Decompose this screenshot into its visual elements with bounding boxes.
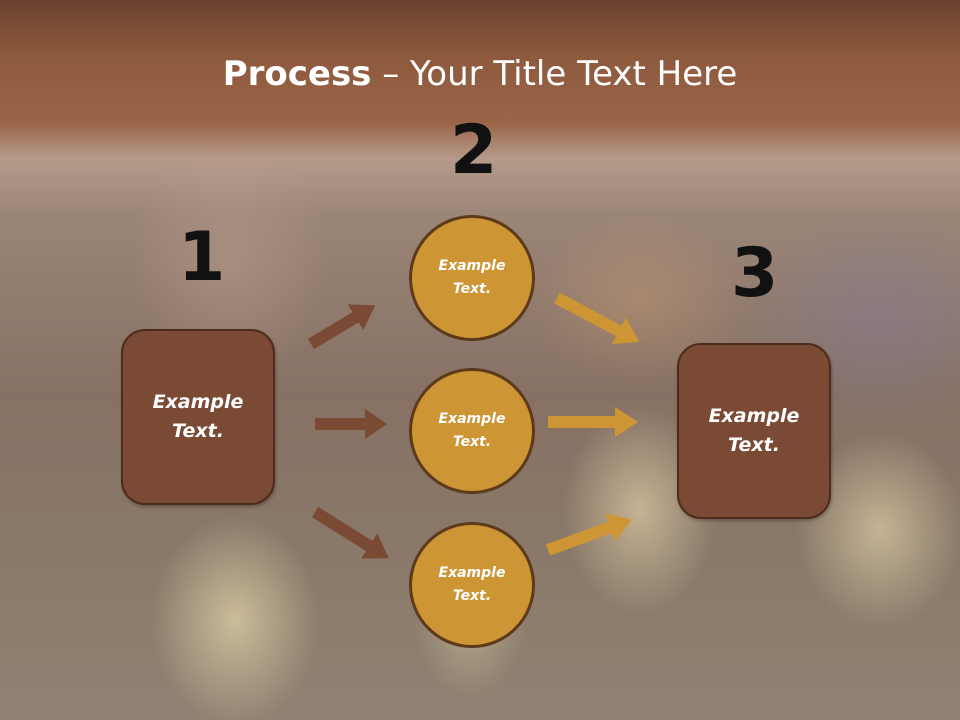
left-box-line1: Example — [152, 391, 244, 413]
left-box-line2: Text. — [172, 420, 224, 442]
circle-2-line1: Example — [438, 411, 506, 427]
title-rest: – Your Title Text Here — [371, 54, 738, 94]
arrow-mid-left — [315, 409, 387, 439]
arrow-down-left — [311, 506, 389, 559]
circle-1-line2: Text. — [452, 281, 492, 297]
arrow-up-right — [554, 292, 640, 345]
arrow-up-left — [307, 304, 376, 350]
right-box-line2: Text. — [728, 434, 780, 456]
circle-1-line1: Example — [438, 258, 506, 274]
step-number-3: 3 — [731, 234, 779, 313]
slide-title: Process – Your Title Text Here — [0, 52, 960, 96]
right-arrows — [545, 292, 640, 556]
arrow-mid-right — [548, 407, 638, 437]
title-bold: Process — [222, 54, 372, 94]
arrow-down-right — [545, 513, 632, 556]
left-arrows — [307, 304, 389, 559]
right-box-line1: Example — [708, 405, 800, 427]
step-number-2: 2 — [450, 111, 498, 190]
circle-3-line2: Text. — [452, 588, 492, 604]
step-number-1: 1 — [178, 218, 226, 297]
circle-3-line1: Example — [438, 565, 506, 581]
circle-2-line2: Text. — [452, 434, 492, 450]
